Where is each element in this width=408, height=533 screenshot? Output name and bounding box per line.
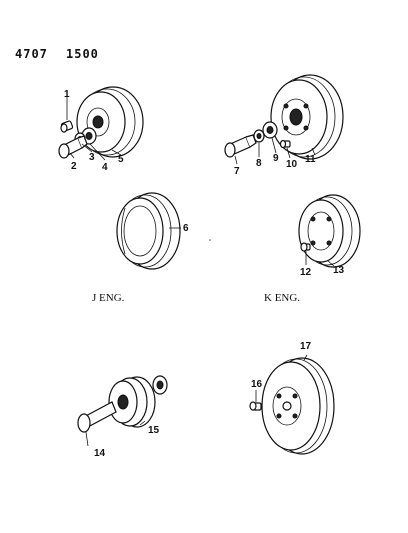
small-bolt-10 xyxy=(279,139,291,149)
bolt-2 xyxy=(58,135,88,159)
pulley-6 xyxy=(116,192,181,270)
small-bolt-12 xyxy=(300,242,311,252)
callout-4: 4 xyxy=(102,162,108,173)
callout-7: 7 xyxy=(234,166,240,177)
callout-12: 12 xyxy=(300,267,312,278)
idler-pulley-15 xyxy=(108,375,168,428)
pulley-5 xyxy=(76,86,144,158)
k-eng-pulley-assembly xyxy=(224,74,344,160)
callout-14: 14 xyxy=(94,448,106,459)
callout-16: 16 xyxy=(251,379,263,390)
callout-1: 1 xyxy=(64,89,70,100)
callouts: 1 2 3 4 5 6 7 8 9 10 11 12 13 14 15 16 1… xyxy=(64,89,345,459)
callout-17: 17 xyxy=(300,341,312,352)
scan-speck xyxy=(209,239,211,241)
j-eng-label: J ENG. xyxy=(92,292,125,304)
bolt-7 xyxy=(224,134,257,158)
header-code-right: 1500 xyxy=(66,47,99,61)
callout-15: 15 xyxy=(148,425,160,436)
pulley-13 xyxy=(298,194,361,268)
k-eng-label: K ENG. xyxy=(264,292,300,304)
callout-5: 5 xyxy=(118,154,124,165)
washer-9 xyxy=(262,121,278,139)
callout-10: 10 xyxy=(286,159,298,170)
callout-11: 11 xyxy=(305,154,316,165)
callout-2: 2 xyxy=(71,161,77,172)
callout-3: 3 xyxy=(89,152,95,163)
leader-lines xyxy=(66,97,335,447)
bolt-14 xyxy=(77,401,117,433)
header-code-left: 4707 xyxy=(15,47,48,61)
j-eng-pulley-assembly xyxy=(58,86,144,159)
crank-pulley-17 xyxy=(261,357,335,455)
small-bolt-16 xyxy=(249,401,262,411)
pulley-11 xyxy=(270,74,344,160)
callout-8: 8 xyxy=(256,158,262,169)
small-bolt-1 xyxy=(60,120,74,133)
callout-13: 13 xyxy=(333,265,345,276)
callout-6: 6 xyxy=(183,223,189,234)
callout-9: 9 xyxy=(273,153,279,164)
